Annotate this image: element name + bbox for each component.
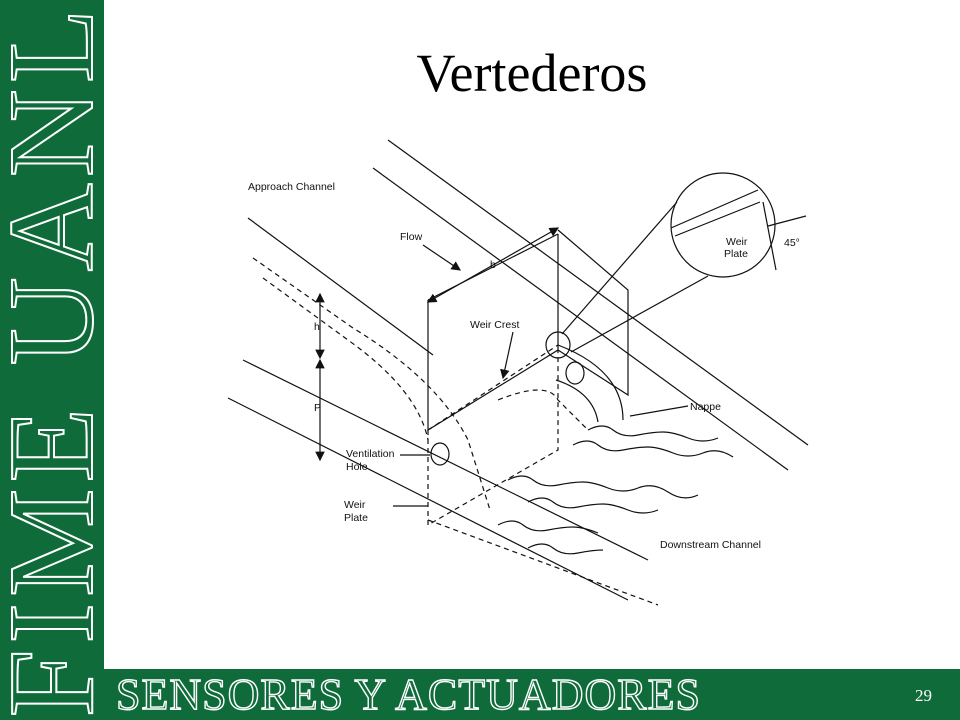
channel-near-bottom-edge (227, 397, 629, 601)
ventilation-hole-upper (545, 331, 571, 359)
label-ventilation-hole-1: Ventilation (346, 448, 395, 460)
nappe-curve-inner (555, 379, 599, 423)
detail-leader-bottom (570, 275, 709, 353)
detail-circle (670, 172, 776, 278)
channel-bed-dashed (262, 277, 429, 441)
water-surface-dashed (252, 257, 491, 511)
downstream-bed-dashed (427, 519, 659, 606)
ventilation-hole-near (430, 442, 450, 466)
channel-far-inner-edge (372, 167, 789, 471)
side-logo-text: FIME UANL (0, 2, 104, 719)
detail-bevel-line (762, 201, 777, 271)
nappe-curve-outer (557, 344, 624, 421)
nappe-dashed (497, 389, 589, 431)
diagram-labels: Approach Channel Flow b Weir Crest h P N… (248, 181, 800, 551)
weir-diagram: Approach Channel Flow b Weir Crest h P N… (227, 130, 828, 630)
page-number: 29 (915, 686, 932, 705)
far-wall-panel (557, 229, 629, 397)
channel-near-upper-edge (247, 217, 434, 356)
weir-crest-dashed (427, 344, 559, 431)
label-h: h (314, 321, 320, 333)
label-weir-plate-2: Plate (344, 512, 368, 524)
downstream-wave-5 (497, 520, 599, 534)
downstream-wave-1 (587, 425, 719, 442)
b-dimension (426, 227, 560, 303)
detail-plate-line-2 (674, 201, 761, 237)
label-approach-channel: Approach Channel (248, 181, 335, 193)
channel-near-lower-edge (242, 359, 649, 561)
weir-crest-leader (500, 331, 514, 380)
slide-title: Vertederos (416, 43, 648, 103)
detail-plate-line (670, 189, 759, 229)
label-flow: Flow (400, 231, 423, 243)
weir-diagram-svg: Approach Channel Flow b Weir Crest h P N… (227, 139, 809, 606)
label-weir-plate-1: Weir (344, 499, 366, 511)
label-angle: 45° (784, 237, 800, 249)
label-nappe: Nappe (690, 401, 721, 413)
footer-bar (104, 669, 960, 720)
downstream-wave-3 (507, 475, 699, 499)
label-weir-crest: Weir Crest (470, 319, 519, 331)
label-downstream-channel: Downstream Channel (660, 539, 761, 551)
detail-leader-top (561, 201, 678, 335)
label-p: P (314, 402, 321, 414)
label-b: b (490, 259, 496, 271)
downstream-wave-4 (527, 497, 659, 514)
label-detail-weir-1: Weir (726, 236, 748, 248)
nappe-leader (629, 405, 689, 417)
label-ventilation-hole-2: Hole (346, 461, 368, 473)
flow-arrow (422, 244, 461, 271)
label-detail-weir-2: Plate (724, 248, 748, 260)
downstream-wave-6 (527, 543, 604, 555)
ventilation-hole-side (565, 361, 585, 385)
weir-plate-bottom-dashed (427, 350, 559, 527)
downstream-wave-2 (572, 440, 734, 458)
detail-angle-line (767, 215, 807, 227)
footer-title: SENSORES Y ACTUADORES (115, 670, 701, 719)
side-logo-bar: FIME UANL (0, 0, 104, 720)
